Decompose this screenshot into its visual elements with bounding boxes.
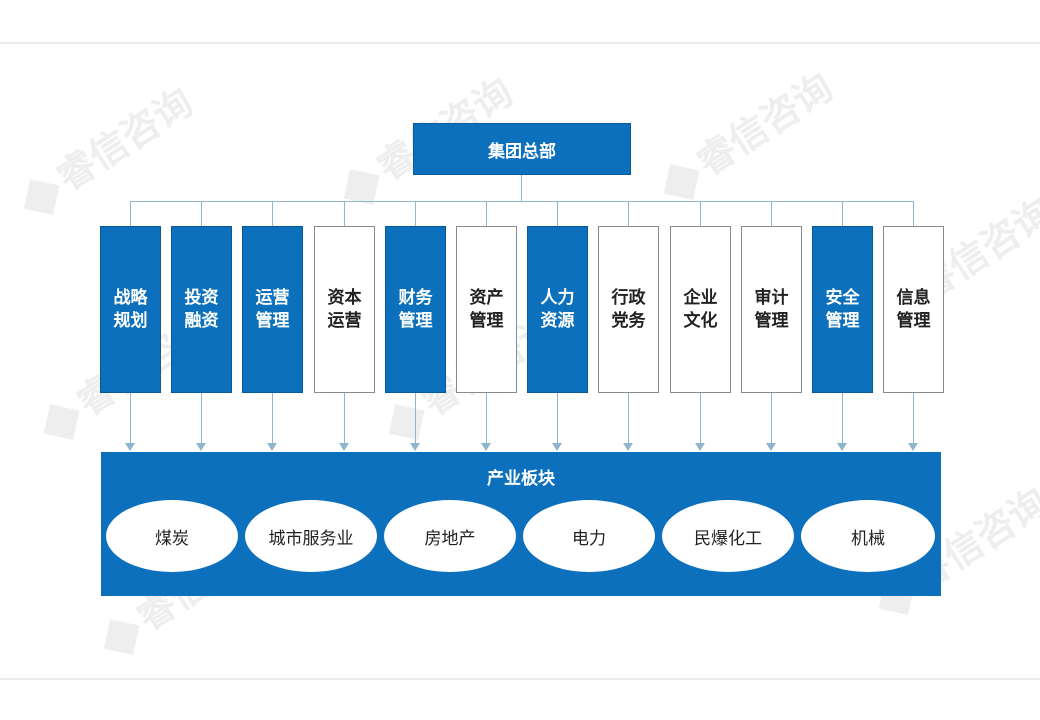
dept-connector-down [201, 393, 202, 443]
watermark-logo-icon [43, 403, 80, 440]
department-label: 行政党务 [611, 287, 646, 331]
arrow-down-icon [908, 443, 918, 451]
dept-connector-down [913, 393, 914, 443]
watermark-logo-icon [663, 163, 700, 200]
dept-connector-down [272, 393, 273, 443]
department-box: 资本运营 [314, 226, 375, 393]
dept-connector-up [913, 201, 914, 226]
dept-connector-down [344, 393, 345, 443]
arrow-down-icon [837, 443, 847, 451]
dept-connector-up [344, 201, 345, 226]
dept-connector-up [415, 201, 416, 226]
dept-connector-up [557, 201, 558, 226]
department-box: 资产管理 [456, 226, 517, 393]
bottom-divider [0, 678, 1040, 680]
dept-connector-up [130, 201, 131, 226]
dept-connector-up [700, 201, 701, 226]
top-divider [0, 42, 1040, 44]
dept-connector-up [272, 201, 273, 226]
segment-machinery: 机械 [801, 500, 935, 572]
segment-explosives-chemicals: 民爆化工 [662, 500, 794, 572]
dept-connector-down [700, 393, 701, 443]
watermark: 睿信咨询 [651, 57, 842, 208]
dept-connector-down [130, 393, 131, 443]
dept-connector-up [201, 201, 202, 226]
dept-connector-down [486, 393, 487, 443]
dept-connector-down [557, 393, 558, 443]
department-box: 财务管理 [385, 226, 446, 393]
arrow-down-icon [339, 443, 349, 451]
dept-connector-down [842, 393, 843, 443]
segment-real-estate: 房地产 [384, 500, 516, 572]
hq-label: 集团总部 [488, 141, 556, 162]
segment-urban-services: 城市服务业 [245, 500, 377, 572]
department-label: 人力资源 [540, 287, 575, 331]
watermark-logo-icon [23, 178, 60, 215]
watermark-logo-icon [103, 618, 140, 655]
industry-panel: 产业板块 煤炭 城市服务业 房地产 电力 民爆化工 机械 [101, 452, 941, 596]
department-label: 信息管理 [896, 287, 931, 331]
department-box: 运营管理 [242, 226, 303, 393]
arrow-down-icon [196, 443, 206, 451]
dept-connector-down [771, 393, 772, 443]
department-label: 财务管理 [398, 287, 433, 331]
department-box: 投资融资 [171, 226, 232, 393]
arrow-down-icon [267, 443, 277, 451]
department-label: 运营管理 [255, 287, 290, 331]
department-label: 安全管理 [825, 287, 860, 331]
department-label: 资本运营 [327, 287, 362, 331]
bus-line [130, 201, 913, 202]
industry-title: 产业板块 [487, 469, 555, 489]
dept-connector-down [628, 393, 629, 443]
department-label: 资产管理 [469, 287, 504, 331]
department-box: 企业文化 [670, 226, 731, 393]
dept-connector-up [628, 201, 629, 226]
hq-box: 集团总部 [413, 123, 631, 175]
department-box: 审计管理 [741, 226, 802, 393]
dept-connector-up [771, 201, 772, 226]
arrow-down-icon [552, 443, 562, 451]
arrow-down-icon [623, 443, 633, 451]
arrow-down-icon [481, 443, 491, 451]
arrow-down-icon [695, 443, 705, 451]
dept-connector-up [842, 201, 843, 226]
department-label: 战略规划 [113, 287, 148, 331]
department-label: 投资融资 [184, 287, 219, 331]
watermark-logo-icon [343, 168, 380, 205]
department-box: 行政党务 [598, 226, 659, 393]
segment-power: 电力 [523, 500, 655, 572]
segment-coal: 煤炭 [106, 500, 238, 572]
department-box: 战略规划 [100, 226, 161, 393]
arrow-down-icon [410, 443, 420, 451]
watermark-logo-icon [388, 403, 425, 440]
department-label: 企业文化 [683, 287, 718, 331]
department-box: 人力资源 [527, 226, 588, 393]
department-box: 信息管理 [883, 226, 944, 393]
hq-connector [521, 175, 522, 202]
arrow-down-icon [766, 443, 776, 451]
dept-connector-down [415, 393, 416, 443]
department-label: 审计管理 [754, 287, 789, 331]
department-box: 安全管理 [812, 226, 873, 393]
arrow-down-icon [125, 443, 135, 451]
dept-connector-up [486, 201, 487, 226]
